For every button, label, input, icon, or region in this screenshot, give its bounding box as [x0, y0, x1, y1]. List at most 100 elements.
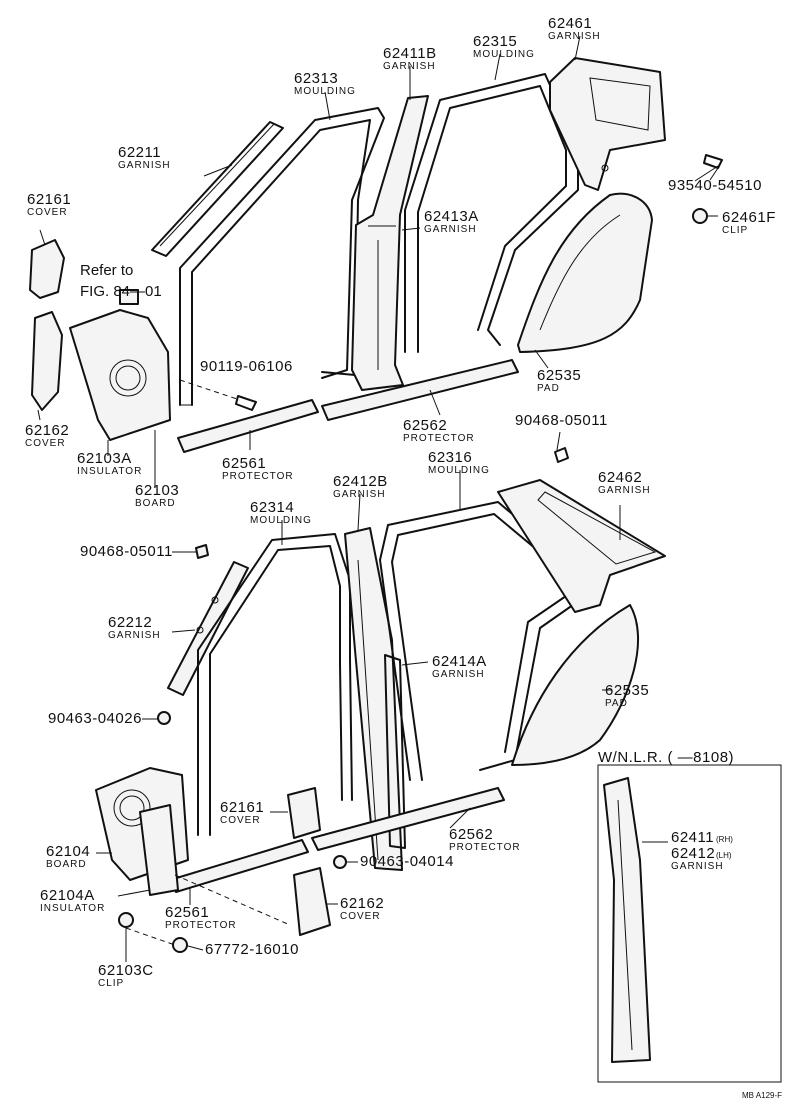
part-62103-board [69, 289, 171, 441]
part-number: 62313 [294, 70, 338, 87]
part-67772-16010-clip [172, 937, 188, 953]
part-90463-04014-clip [333, 855, 347, 869]
part-number: 62103C [98, 962, 154, 979]
drawing-code: MB A129-F [742, 1091, 782, 1100]
part-number: 62561 [222, 455, 266, 472]
inset-part-62411: 62411 [671, 829, 714, 846]
part-labels: 62461GARNISH62315MOULDING62411BGARNISH62… [25, 15, 776, 989]
part-number: 62413A [424, 208, 479, 225]
part-number: 62162 [25, 422, 69, 439]
part-description: MOULDING [250, 515, 312, 526]
label-90119-06106: 90119-06106 [200, 358, 292, 375]
part-description: INSULATOR [40, 903, 105, 914]
part-62414A-garnish [384, 654, 406, 849]
part-description: GARNISH [383, 61, 436, 72]
leader-lines [37, 35, 719, 962]
part-number: 62162 [340, 895, 384, 912]
part-description: GARNISH [548, 31, 601, 42]
part-number: 62161 [27, 191, 71, 208]
part-62562-protector-top [321, 359, 519, 421]
part-90468-05011-clip-right [554, 447, 569, 463]
part-90463-04026-clip [157, 711, 171, 725]
part-62561-protector-top [177, 399, 319, 453]
part-number: 62104 [46, 843, 90, 860]
part-number: 62314 [250, 499, 294, 516]
part-62562-protector-bottom [311, 787, 505, 851]
inset-desc: GARNISH [671, 861, 724, 872]
part-description: COVER [25, 438, 66, 449]
part-description: COVER [220, 815, 261, 826]
part-number: 62535 [537, 367, 581, 384]
label-90463-04026: 90463-04026 [48, 710, 141, 727]
part-description: MOULDING [473, 49, 535, 60]
part-description: INSULATOR [77, 466, 142, 477]
part-62212-garnish [167, 561, 249, 696]
part-62211-garnish [151, 121, 284, 257]
part-62461-garnish [549, 57, 666, 191]
part-number: 90468-05011 [80, 543, 173, 560]
part-62162-cover-bottom [293, 867, 331, 936]
label-90463-04014: 90463-04014 [360, 853, 453, 870]
part-description: GARNISH [432, 669, 485, 680]
part-62103C-clip [118, 912, 176, 946]
inset-text: W/N.L.R. ( —8108) 62411 (RH) 62412 (LH) … [598, 749, 734, 872]
part-62535-pad-top [517, 192, 653, 353]
part-description: MOULDING [294, 86, 356, 97]
part-number: 67772-16010 [205, 941, 299, 958]
part-62462-garnish [497, 479, 666, 613]
part-description: MOULDING [428, 465, 490, 476]
part-description: PROTECTOR [403, 433, 475, 444]
part-number: 62211 [118, 144, 161, 161]
inset-frame [597, 764, 782, 1083]
part-description: PROTECTOR [449, 842, 521, 853]
part-number: 62315 [473, 33, 517, 50]
label-90468-05011-right: 90468-05011 [515, 412, 607, 429]
part-number: 93540-54510 [668, 177, 762, 194]
part-number: 62414A [432, 653, 487, 670]
part-description: GARNISH [333, 489, 386, 500]
inset-tag-rh: (RH) [716, 835, 733, 844]
inset-tag-lh: (LH) [716, 851, 732, 860]
part-number: 62535 [605, 682, 649, 699]
part-description: GARNISH [108, 630, 161, 641]
part-number: 62212 [108, 614, 152, 631]
part-number: 62412B [333, 473, 388, 490]
part-number: 62462 [598, 469, 642, 486]
part-description: BOARD [46, 859, 87, 870]
part-description: PAD [537, 383, 560, 394]
part-62162-cover-top [31, 311, 63, 411]
part-number: 62103A [77, 450, 132, 467]
part-number: 62461F [722, 209, 776, 226]
part-description: CLIP [98, 978, 124, 989]
part-number: 62562 [403, 417, 447, 434]
part-62161-cover-top [29, 239, 65, 299]
part-62561-protector-bottom [169, 839, 309, 893]
part-number: 62161 [220, 799, 264, 816]
part-number: 62411B [383, 45, 437, 62]
label-90468-05011-left: 90468-05011 [80, 543, 173, 560]
inset-part-62412: 62412 [671, 845, 715, 862]
part-number: 62561 [165, 904, 209, 921]
label-67772-16010: 67772-16010 [205, 941, 299, 958]
reference-line-2: FIG. 84—01 [80, 283, 162, 300]
